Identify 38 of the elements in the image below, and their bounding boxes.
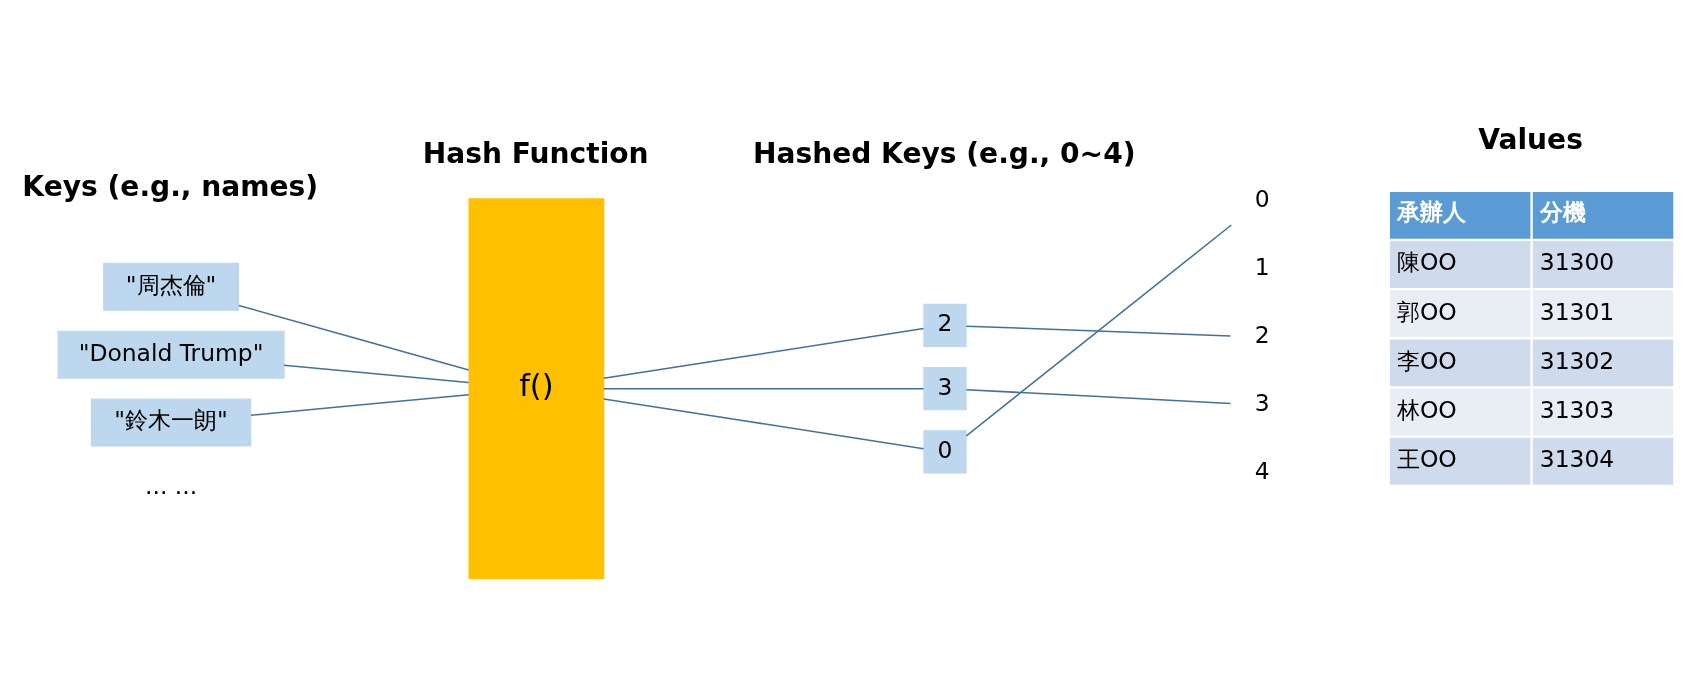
label: 陳OO [1396,248,1457,277]
label: 郭OO [1396,297,1457,326]
label: 承辦人 [1396,198,1466,227]
node-box: "鈴木一朗" [90,398,252,447]
label: Keys (e.g., names) [22,169,319,203]
node-text: 4 [1254,456,1270,485]
connector [602,327,925,380]
connector [602,398,925,450]
node-box: 3 [923,366,967,411]
node-text: 1 [1254,253,1270,282]
node-text: 2 [1254,320,1270,349]
label: 李OO [1396,346,1457,375]
connector [965,325,1232,337]
label: 31301 [1539,297,1615,326]
node-box: "周杰倫" [103,262,239,311]
connector [283,364,470,384]
label: 31302 [1539,346,1615,375]
label: Hash Function [422,136,649,170]
connector [965,224,1233,437]
label: 31303 [1539,395,1615,424]
node-box: 2 [923,303,967,348]
node-text: 0 [1254,185,1270,214]
node-box: 0 [923,430,967,474]
node-box: f() [468,198,605,579]
label: Values [1478,122,1583,156]
node-box: "Donald Trump" [57,330,285,379]
label: 王OO [1396,445,1457,474]
label: ... ... [145,472,198,501]
label: 31300 [1539,248,1615,277]
connector [250,394,470,416]
label: Hashed Keys (e.g., 0~4) [752,136,1136,170]
label: 林OO [1396,395,1457,424]
connector [602,387,925,390]
connector [965,388,1232,405]
node-text: 3 [1254,388,1270,417]
connector [238,304,470,371]
label: 31304 [1539,445,1615,474]
label: 分機 [1539,198,1586,227]
